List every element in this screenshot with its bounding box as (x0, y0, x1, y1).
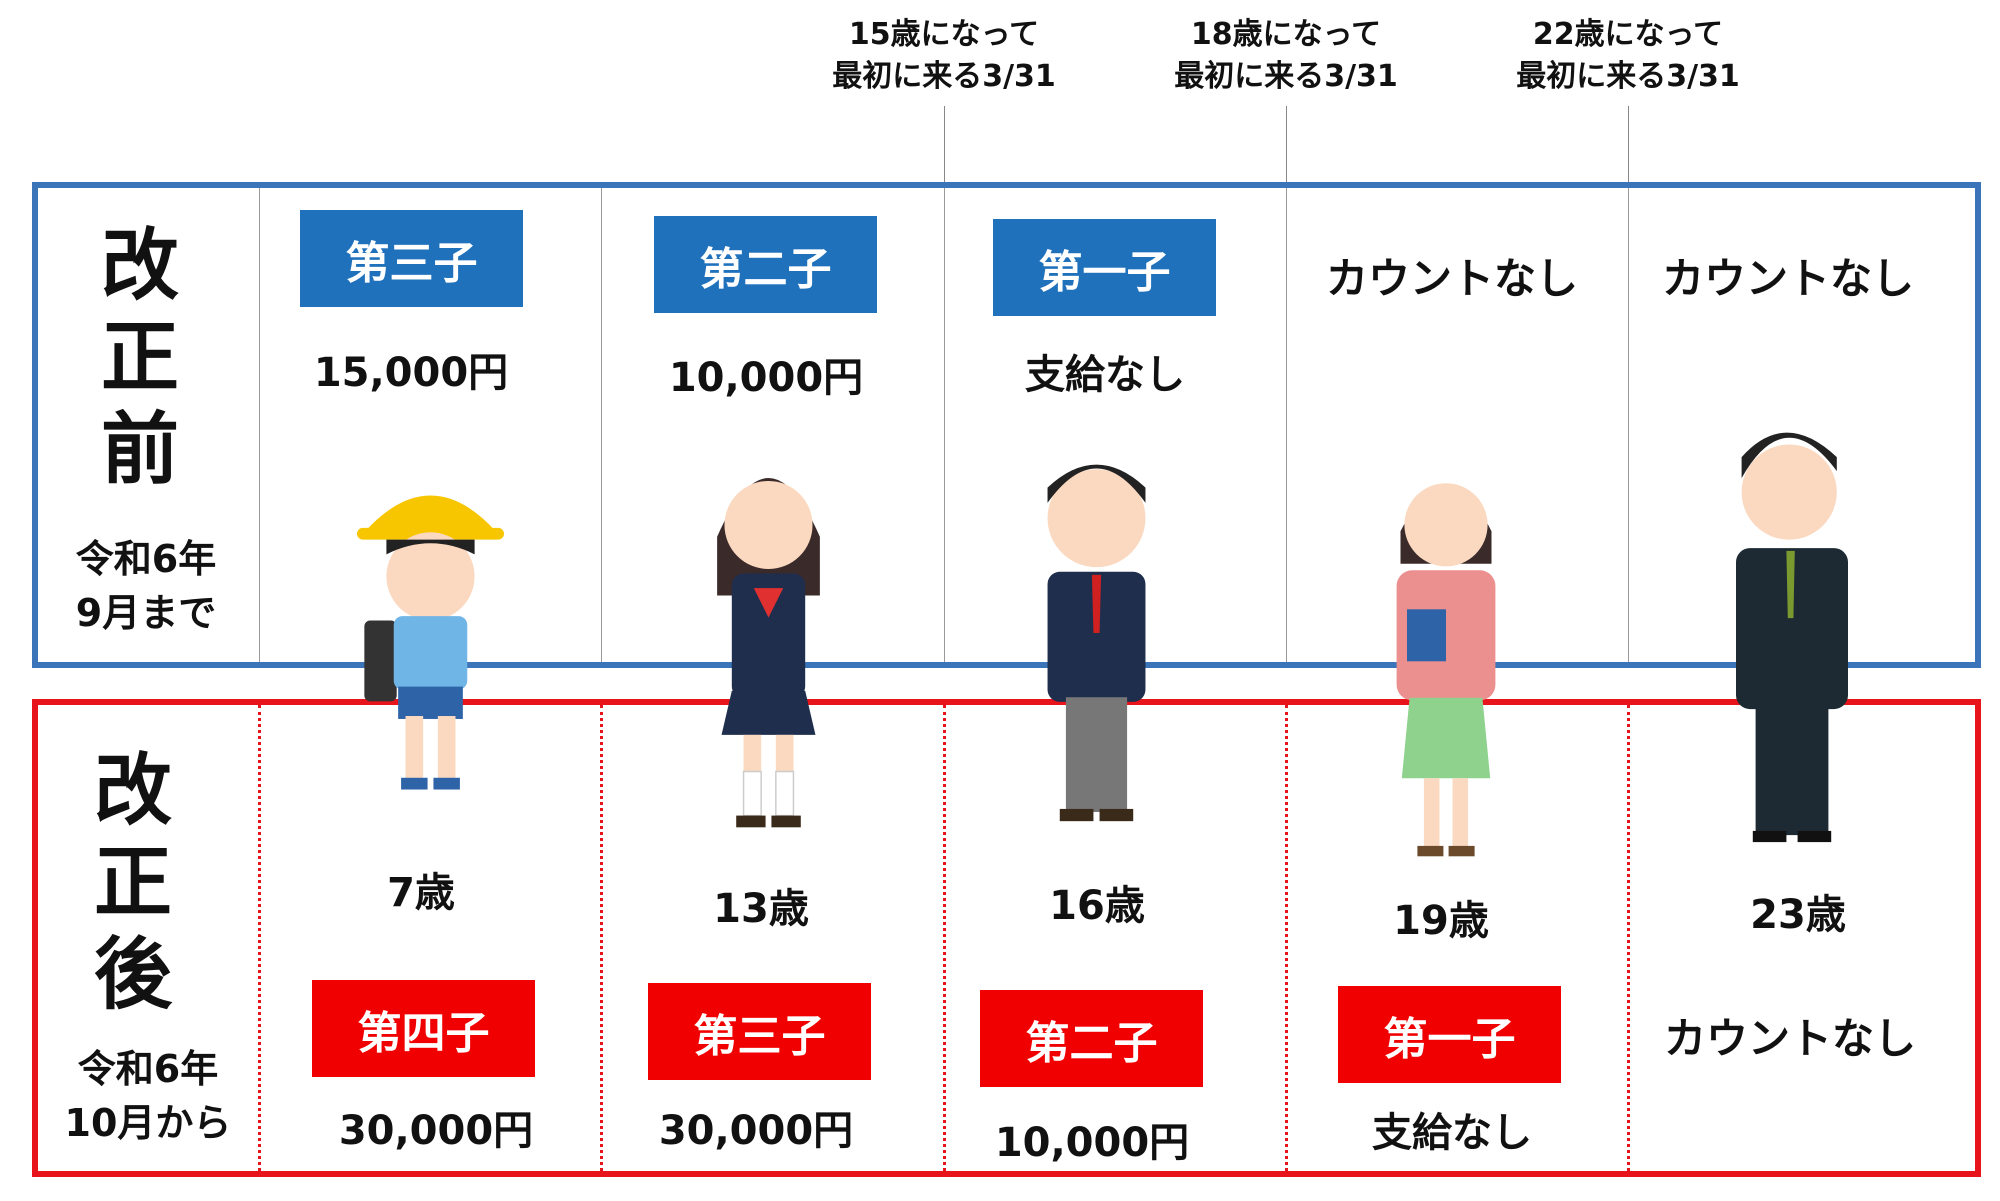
after-amount: 30,000円 (338, 1108, 534, 1154)
age-label: 7歳 (387, 870, 455, 916)
after-amount: 支給なし (1372, 1110, 1532, 1156)
note-line: 最初に来る3/31 (1174, 59, 1398, 94)
period-line: 10月から (64, 1101, 232, 1145)
before-panel (32, 182, 1981, 668)
age-label: 19歳 (1393, 898, 1489, 944)
note-connector (1628, 106, 1629, 186)
after-amount: 30,000円 (658, 1108, 854, 1154)
before-no-count: カウントなし (1661, 254, 1915, 303)
after-title: 改 正 後 (94, 745, 172, 1021)
after-badge-1st: 第一子 (1338, 986, 1561, 1083)
after-badge-2nd: 第二子 (980, 990, 1203, 1087)
title-char: 改 (93, 746, 173, 836)
title-char: 前 (100, 405, 180, 495)
after-badge-4th: 第四子 (312, 980, 535, 1077)
column-divider (259, 188, 260, 662)
period-line: 9月まで (75, 591, 217, 635)
period-line: 令和6年 (75, 537, 217, 581)
before-amount: 15,000円 (313, 350, 509, 396)
title-char: 正 (100, 313, 180, 403)
before-badge-3rd: 第三子 (300, 210, 523, 307)
title-char: 正 (93, 838, 173, 928)
column-divider (1628, 188, 1629, 662)
note-line: 最初に来る3/31 (1516, 59, 1740, 94)
before-no-count: カウントなし (1325, 254, 1579, 303)
column-divider (944, 188, 945, 662)
high-school-boy-illustration (1047, 464, 1146, 822)
before-amount: 支給なし (1025, 352, 1185, 398)
note-22: 22歳になって最初に来る3/31 (1516, 14, 1740, 98)
after-amount: 10,000円 (994, 1120, 1190, 1166)
title-char: 後 (93, 930, 173, 1020)
column-divider (600, 705, 603, 1171)
age-label: 13歳 (713, 886, 809, 932)
before-badge-2nd: 第二子 (654, 216, 877, 313)
before-period: 令和6年 9月まで (76, 532, 216, 640)
note-connector (944, 106, 945, 186)
note-line: 15歳になって (848, 17, 1040, 52)
note-connector (1286, 106, 1287, 186)
note-line: 22歳になって (1532, 17, 1724, 52)
after-period: 令和6年 10月から (65, 1042, 232, 1150)
note-15: 15歳になって最初に来る3/31 (832, 14, 1056, 98)
note-line: 18歳になって (1190, 17, 1382, 52)
note-line: 最初に来る3/31 (832, 59, 1056, 94)
adult-man-illustration (1736, 432, 1848, 843)
note-18: 18歳になって最初に来る3/31 (1174, 14, 1398, 98)
after-badge-3rd: 第三子 (648, 983, 871, 1080)
title-char: 改 (100, 221, 180, 311)
column-divider (1285, 705, 1288, 1171)
before-badge-1st: 第一子 (993, 219, 1216, 316)
period-line: 令和6年 (77, 1047, 219, 1091)
column-divider (1286, 188, 1287, 662)
middle-school-girl-illustration (717, 478, 820, 828)
column-divider (1627, 705, 1630, 1171)
age-label: 23歳 (1750, 892, 1846, 938)
column-divider (258, 705, 261, 1171)
column-divider (601, 188, 602, 662)
before-amount: 10,000円 (668, 355, 864, 401)
university-woman-illustration (1396, 483, 1496, 857)
before-title: 改 正 前 (101, 220, 179, 496)
after-panel (32, 699, 1981, 1177)
age-label: 16歳 (1049, 883, 1145, 929)
after-no-count: カウントなし (1663, 1014, 1917, 1063)
column-divider (943, 705, 946, 1171)
elementary-child-illustration (357, 495, 504, 790)
